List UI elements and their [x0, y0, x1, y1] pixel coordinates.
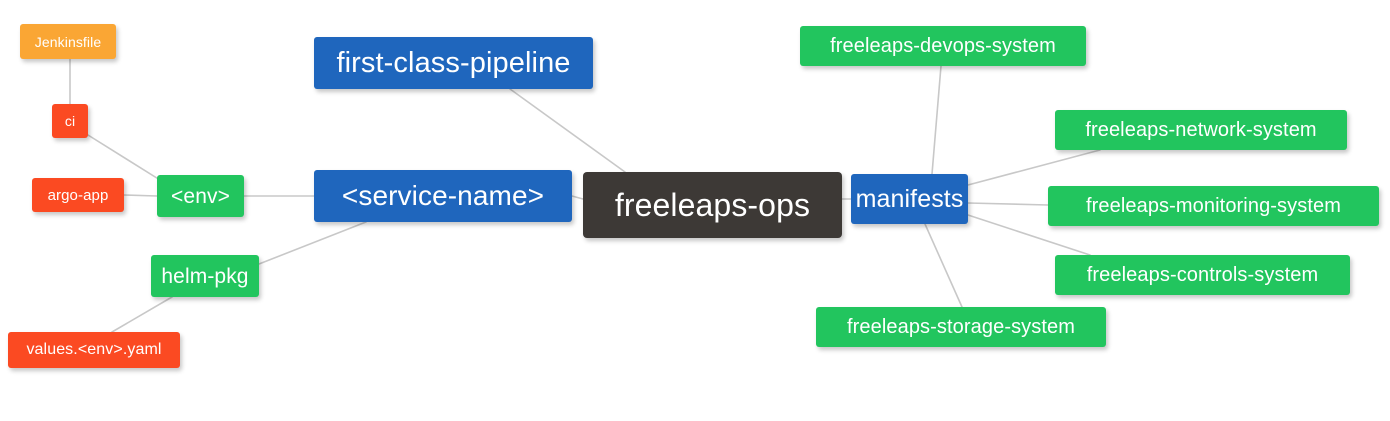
- node-label: Jenkinsfile: [34, 33, 102, 50]
- node-label: helm-pkg: [161, 264, 249, 288]
- edge-first-class-pipeline-to-freeleaps-ops: [509, 88, 626, 173]
- edge-manifests-to-freeleaps-devops-system: [931, 65, 942, 175]
- node-label: values.<env>.yaml: [26, 341, 162, 358]
- node-ci[interactable]: ci: [52, 104, 88, 138]
- node-label: argo-app: [47, 186, 109, 204]
- node-label: freeleaps-controls-system: [1086, 264, 1319, 286]
- node-freeleaps-network-system[interactable]: freeleaps-network-system: [1055, 110, 1347, 150]
- node-freeleaps-devops-system[interactable]: freeleaps-devops-system: [800, 26, 1086, 66]
- node-first-class-pipeline[interactable]: first-class-pipeline: [314, 37, 593, 89]
- node-label: freeleaps-ops: [614, 187, 811, 223]
- node-freeleaps-monitoring-system[interactable]: freeleaps-monitoring-system: [1048, 186, 1379, 226]
- node-freeleaps-storage-system[interactable]: freeleaps-storage-system: [816, 307, 1106, 347]
- node-manifests[interactable]: manifests: [851, 174, 968, 224]
- node-helm-pkg[interactable]: helm-pkg: [151, 255, 259, 297]
- edge-manifests-to-freeleaps-storage-system: [924, 223, 963, 308]
- edge-helm-pkg-to-values-env-yaml: [111, 296, 173, 333]
- node-freeleaps-controls-system[interactable]: freeleaps-controls-system: [1055, 255, 1350, 295]
- node-label: manifests: [855, 184, 964, 213]
- node-label: <env>: [171, 184, 230, 208]
- edge-manifests-to-freeleaps-monitoring-system: [967, 202, 1049, 206]
- edge-ci-to-env: [87, 134, 161, 181]
- node-label: freeleaps-storage-system: [846, 316, 1076, 338]
- node-values-env-yaml[interactable]: values.<env>.yaml: [8, 332, 180, 368]
- node-freeleaps-ops[interactable]: freeleaps-ops: [583, 172, 842, 238]
- node-label: freeleaps-devops-system: [830, 35, 1056, 57]
- edge-service-name-to-helm-pkg: [258, 221, 367, 265]
- edge-manifests-to-freeleaps-network-system: [967, 149, 1101, 186]
- node-env[interactable]: <env>: [157, 175, 244, 217]
- node-jenkinsfile[interactable]: Jenkinsfile: [20, 24, 116, 59]
- node-argo-app[interactable]: argo-app: [32, 178, 124, 212]
- node-label: first-class-pipeline: [336, 46, 571, 79]
- node-label: ci: [64, 113, 76, 129]
- node-label: <service-name>: [341, 180, 545, 211]
- edge-service-name-to-freeleaps-ops: [571, 195, 584, 200]
- node-label: freeleaps-network-system: [1085, 119, 1317, 141]
- node-service-name[interactable]: <service-name>: [314, 170, 572, 222]
- node-label: freeleaps-monitoring-system: [1085, 195, 1341, 217]
- edge-argo-app-to-env: [123, 194, 158, 197]
